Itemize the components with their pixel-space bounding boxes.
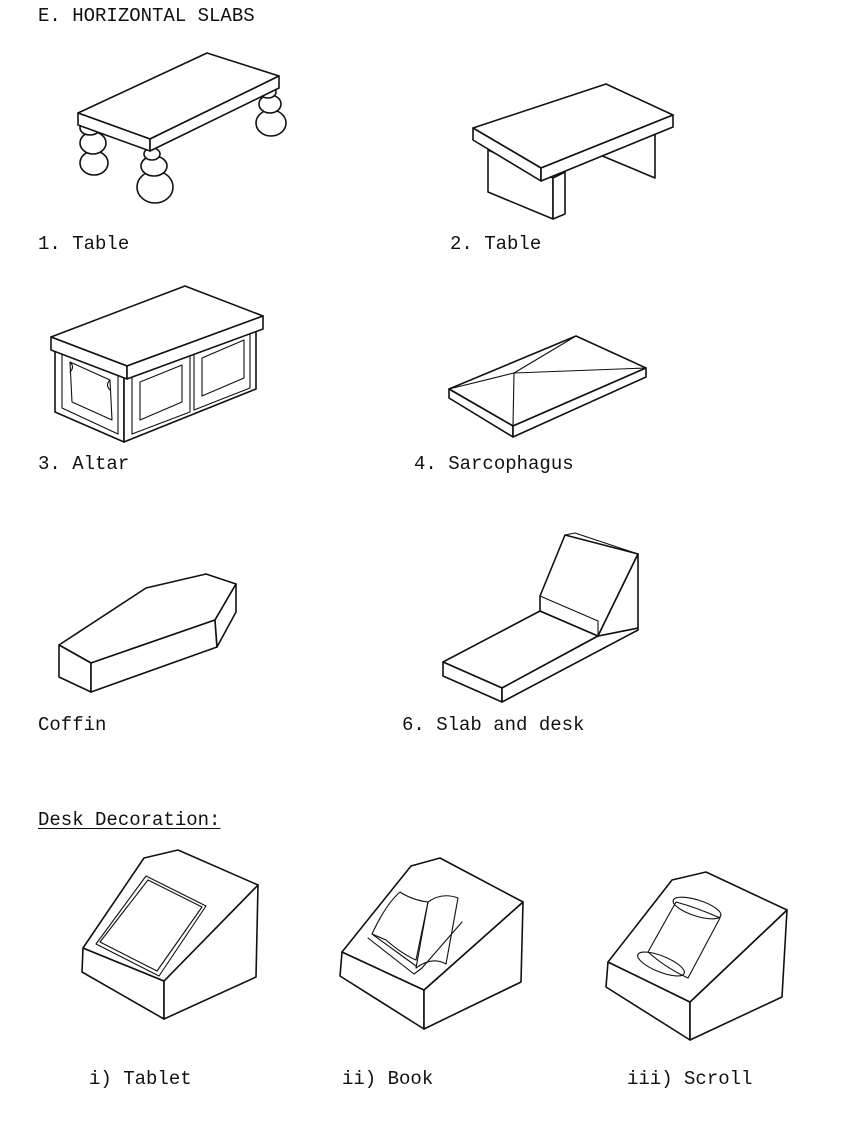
table-slab-legs-drawing (473, 84, 673, 219)
desk-label-book: ii) Book (342, 1068, 433, 1090)
slab-and-desk-drawing (443, 533, 638, 702)
desk-tablet-drawing (82, 850, 258, 1019)
desk-scroll-drawing (606, 872, 787, 1040)
altar-drawing (51, 286, 263, 442)
figure-label-2: 2. Table (450, 233, 541, 255)
coffin-drawing (59, 574, 236, 692)
figure-label-6: 6. Slab and desk (402, 714, 584, 736)
desk-label-scroll: iii) Scroll (627, 1068, 752, 1090)
desk-label-tablet: i) Tablet (89, 1068, 192, 1090)
figure-label-5: Coffin (38, 714, 106, 736)
desk-book-drawing (340, 858, 523, 1029)
figure-label-4: 4. Sarcophagus (414, 453, 574, 475)
table-round-legs-drawing (78, 53, 286, 203)
sarcophagus-drawing (449, 336, 646, 437)
desk-decoration-heading: Desk Decoration: (38, 809, 220, 831)
figure-label-3: 3. Altar (38, 453, 129, 475)
figure-label-1: 1. Table (38, 233, 129, 255)
